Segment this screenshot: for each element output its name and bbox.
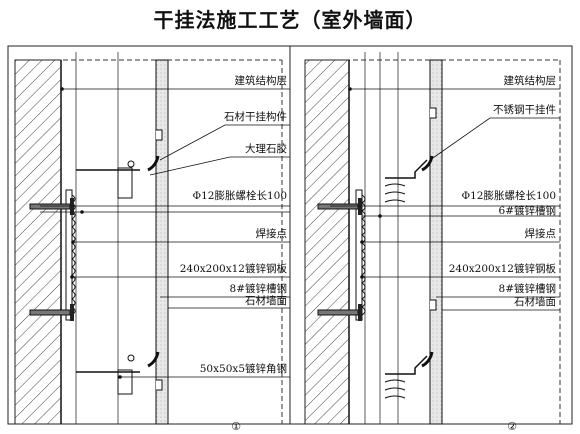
right-label-stone-wall: 石材墙面 (514, 295, 556, 308)
left-stone-joint (156, 129, 163, 141)
right-hanger-teeth-top (384, 183, 406, 203)
right-stone-joint (430, 107, 437, 119)
right-hanger-top (385, 159, 428, 179)
right-label-expansion-bolt: Φ12膨胀螺栓长100 (461, 189, 556, 202)
label-weld-point: 焊接点 (256, 227, 288, 240)
right-glue-top (421, 155, 434, 172)
right-steel-plate-bottom (358, 304, 362, 321)
left-weld-marks (71, 194, 76, 316)
leader-hanger (159, 124, 290, 161)
left-stone-joint (156, 379, 163, 391)
right-hanger-bottom (385, 355, 428, 375)
label-channel-steel: 8#镀锌槽钢 (230, 282, 287, 295)
right-glue-bottom (421, 351, 434, 368)
left-steel-plate-top (70, 198, 74, 215)
left-bolt-bottom (29, 309, 71, 316)
left-panel: 建筑结构层 石材干挂构件 大理石胶 Φ12膨胀螺栓长100 焊接点 240x20… (7, 45, 291, 433)
right-label-weld-point: 焊接点 (525, 227, 557, 240)
left-steel-plate-bottom (70, 304, 74, 321)
label-stone-wall: 石材墙面 (245, 294, 287, 307)
left-angle-steel-top (117, 167, 133, 199)
right-label-structure-layer: 建筑结构层 (504, 74, 557, 87)
right-hanger-teeth-bottom (384, 379, 406, 399)
left-hanger-bolt-top (127, 160, 135, 168)
right-structure-wall (304, 59, 350, 425)
right-label-steel-plate: 240x200x12镀锌钢板 (449, 262, 557, 275)
label-structure-layer: 建筑结构层 (235, 74, 288, 87)
right-panel: 建筑结构层 不锈钢干挂件 Φ12膨胀螺栓长100 6#镀锌槽钢 焊接点 240x… (289, 45, 573, 433)
label-marble-glue: 大理石胶 (245, 142, 287, 155)
left-hanger-bolt-bottom (127, 354, 135, 362)
right-stone-joint (430, 299, 437, 311)
left-vertical-channel (65, 189, 73, 321)
label-expansion-bolt: Φ12膨胀螺栓长100 (192, 189, 287, 202)
right-weld-marks (361, 194, 366, 316)
diagram-title: 干挂法施工工艺（室外墙面） (153, 8, 427, 32)
label-stone-hanger: 石材干挂构件 (224, 110, 287, 123)
left-bolt-top (29, 203, 71, 210)
right-steel-plate-top (358, 198, 362, 215)
right-bolt-top (317, 203, 359, 210)
left-angle-steel-bottom (117, 369, 133, 395)
right-label-stainless-hanger: 不锈钢干挂件 (493, 103, 556, 116)
right-label-channel8: 8#镀锌槽钢 (499, 282, 556, 295)
left-figure-number: ① (231, 420, 241, 433)
left-glue-top (147, 155, 160, 172)
left-glue-bottom (147, 351, 160, 368)
right-bolt-bottom (317, 309, 359, 316)
right-label-channel6: 6#镀锌槽钢 (499, 204, 556, 217)
left-structure-wall (14, 59, 62, 425)
label-steel-plate: 240x200x12镀锌钢板 (180, 262, 288, 275)
right-leader-hanger (429, 117, 560, 161)
right-figure-number: ② (507, 420, 517, 433)
label-angle-steel: 50x50x5镀锌角钢 (200, 362, 287, 375)
leader-glue (149, 156, 290, 176)
